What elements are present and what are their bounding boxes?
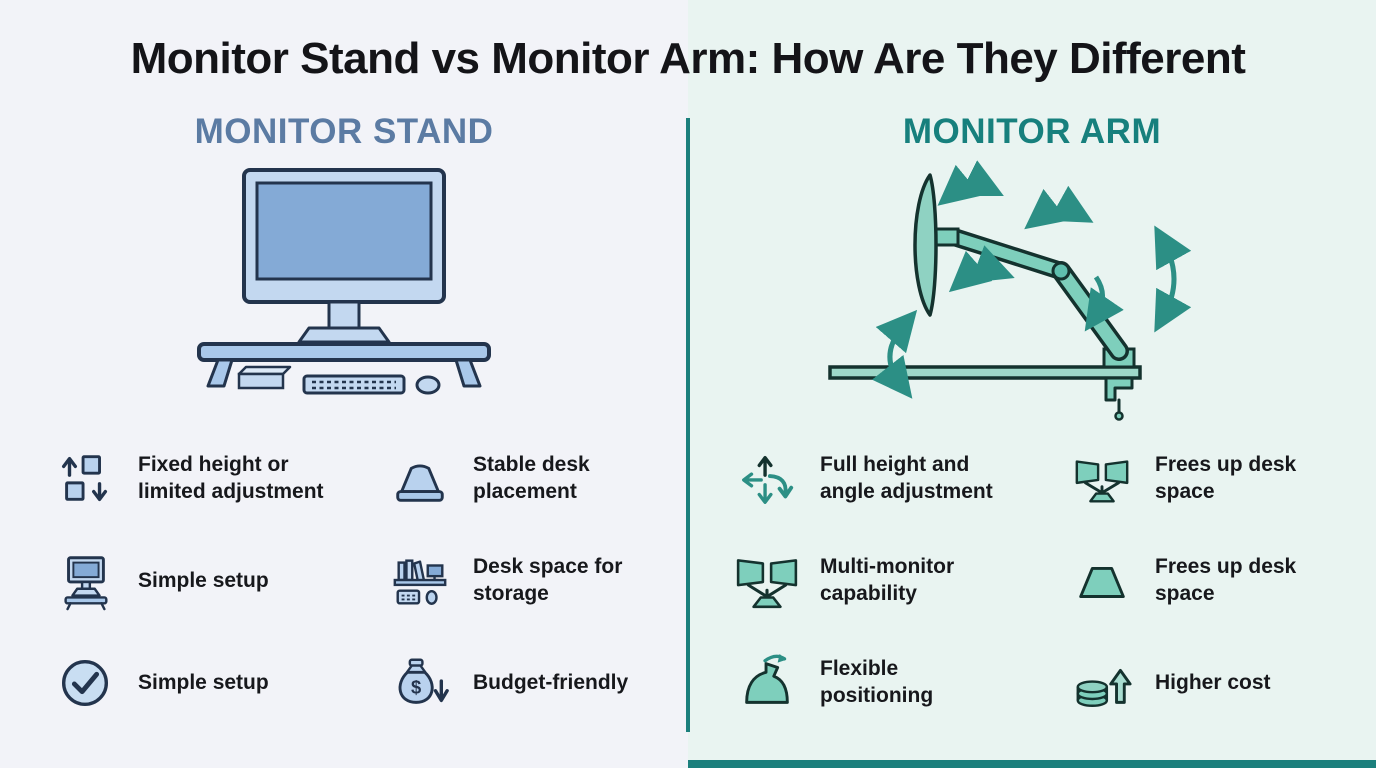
feature-budget-friendly: $ Budget-friendly — [385, 646, 680, 720]
feature-fixed-height: Fixed height or limited adjustment — [50, 442, 385, 516]
feature-label: Frees up desk space — [1155, 555, 1297, 605]
coins-up-arrow-icon — [1067, 648, 1137, 718]
four-way-adjustment-icon — [732, 444, 802, 514]
feature-frees-space-2: Frees up desk space — [1067, 544, 1362, 618]
feature-label: Budget-friendly — [473, 670, 629, 694]
feature-label: Simple setup — [138, 568, 269, 592]
check-circle-icon — [50, 648, 120, 718]
monitor-arm-illustration — [688, 152, 1376, 438]
feature-label: Frees up desk space — [1155, 453, 1297, 503]
feature-label: Flexible positioning — [820, 657, 934, 707]
feature-frees-space-1: Frees up desk space — [1067, 442, 1362, 516]
feature-label: Simple setup — [138, 670, 269, 694]
monitor-stand-heading: MONITOR STAND — [194, 112, 494, 151]
divider-line — [686, 118, 690, 732]
monitor-stand-icon — [50, 546, 120, 616]
feature-desk-storage: Desk space for storage — [385, 544, 680, 618]
dual-monitor-icon — [1067, 444, 1137, 514]
flex-arm-icon — [732, 648, 802, 718]
money-bag-icon: $ — [385, 648, 455, 718]
feature-stable-placement: Stable desk placement — [385, 442, 680, 516]
feature-label: Desk space for storage — [473, 555, 623, 605]
feature-full-adjustment: Full height and angle adjustment — [732, 442, 1067, 516]
bottom-accent-bar — [688, 760, 1376, 768]
height-limited-adjustment-icon — [50, 444, 120, 514]
monitor-stand-illustration — [0, 152, 688, 438]
monitor-arm-features: Full height and angle adjustment Frees u… — [688, 442, 1376, 720]
monitor-stand-features: Fixed height or limited adjustment Stabl… — [0, 442, 688, 720]
monitor-on-riser-illustration — [197, 168, 491, 395]
feature-higher-cost: Higher cost — [1067, 646, 1362, 720]
desk-storage-icon — [385, 546, 455, 616]
feature-label: Stable desk placement — [473, 453, 590, 503]
svg-text:$: $ — [411, 677, 421, 698]
monitor-stand-column: MONITOR STAND — [0, 0, 688, 768]
multi-monitor-icon — [732, 546, 802, 616]
monitor-arm-clamp-illustration — [828, 160, 1192, 421]
trapezoid-space-icon — [1067, 546, 1137, 616]
page-title: Monitor Stand vs Monitor Arm: How Are Th… — [130, 34, 1246, 83]
stable-base-icon — [385, 444, 455, 514]
feature-label: Multi-monitor capability — [820, 555, 955, 605]
feature-simple-setup-1: Simple setup — [50, 544, 385, 618]
monitor-arm-column: MONITOR ARM — [688, 0, 1376, 768]
feature-multi-monitor: Multi-monitor capability — [732, 544, 1067, 618]
feature-label: Full height and angle adjustment — [820, 453, 993, 503]
monitor-arm-heading: MONITOR ARM — [902, 112, 1162, 151]
feature-label: Fixed height or limited adjustment — [138, 453, 324, 503]
feature-label: Higher cost — [1155, 670, 1271, 694]
feature-flexible-positioning: Flexible positioning — [732, 646, 1067, 720]
feature-simple-setup-2: Simple setup — [50, 646, 385, 720]
